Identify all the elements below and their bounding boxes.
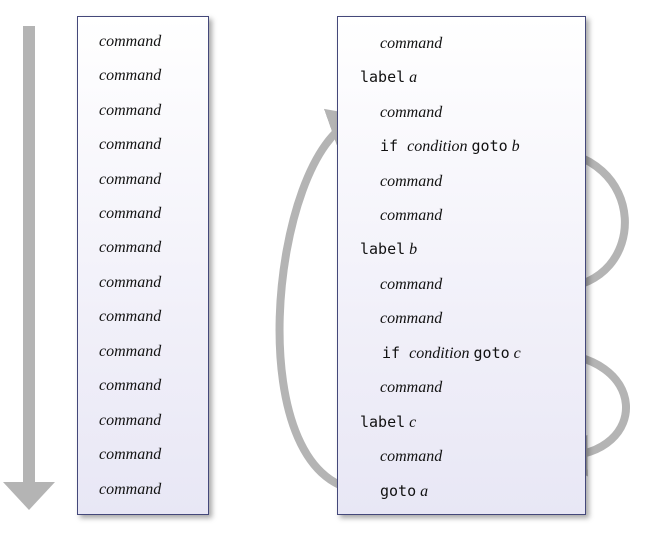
label-a-line: label a [360, 67, 417, 88]
goto-keyword: goto [471, 137, 508, 155]
condition-text: condition [407, 138, 472, 155]
branch-command-line: command [380, 102, 442, 123]
branch-command-line: command [380, 308, 442, 329]
sequential-command-line: command [99, 33, 162, 50]
goto-keyword: goto [380, 482, 417, 500]
label-c-line: label c [360, 412, 416, 433]
branch-command-line: command [380, 377, 442, 398]
command-text: command [380, 448, 443, 465]
if-keyword: if [380, 137, 408, 155]
command-text: command [380, 173, 443, 190]
command-text: command [380, 310, 443, 327]
branch-command-line: command [380, 205, 442, 226]
sequential-command-line: command [99, 171, 162, 188]
command-text: command [380, 35, 443, 52]
goto-target: c [509, 345, 521, 362]
if-goto-c-line: if condition goto c [382, 343, 521, 364]
sequential-command-line: command [99, 481, 162, 498]
sequential-program-panel [77, 16, 209, 515]
sequential-command-line: command [99, 308, 162, 325]
jump-arrow-goto-a [275, 109, 369, 495]
command-text: command [380, 104, 443, 121]
goto-a-line: goto a [380, 481, 428, 502]
branching-program-panel [337, 16, 586, 515]
branch-command-line: command [380, 33, 442, 54]
sequential-command-line: command [99, 343, 162, 360]
sequential-flow-arrow [3, 26, 55, 510]
sequential-command-line: command [99, 377, 162, 394]
sequential-command-line: command [99, 102, 162, 119]
condition-text: condition [409, 345, 474, 362]
sequential-command-line: command [99, 446, 162, 463]
label-keyword: label [360, 413, 406, 431]
branch-command-line: command [380, 171, 442, 192]
label-name: a [405, 69, 418, 86]
sequential-command-line: command [99, 136, 162, 153]
label-b-line: label b [360, 239, 417, 260]
sequential-command-line: command [99, 67, 162, 84]
goto-target: b [507, 138, 520, 155]
label-keyword: label [360, 68, 406, 86]
label-name: b [405, 241, 418, 258]
label-name: c [405, 414, 417, 431]
sequential-command-line: command [99, 274, 162, 291]
command-text: command [380, 207, 443, 224]
if-keyword: if [382, 344, 410, 362]
if-goto-b-line: if condition goto b [380, 136, 520, 157]
command-text: command [380, 276, 443, 293]
sequential-command-line: command [99, 412, 162, 429]
command-text: command [380, 379, 443, 396]
sequential-command-line: command [99, 239, 162, 256]
label-keyword: label [360, 240, 406, 258]
branch-command-line: command [380, 274, 442, 295]
goto-target: a [416, 483, 429, 500]
branch-command-line: command [380, 446, 442, 467]
goto-keyword: goto [473, 344, 510, 362]
sequential-command-line: command [99, 205, 162, 222]
